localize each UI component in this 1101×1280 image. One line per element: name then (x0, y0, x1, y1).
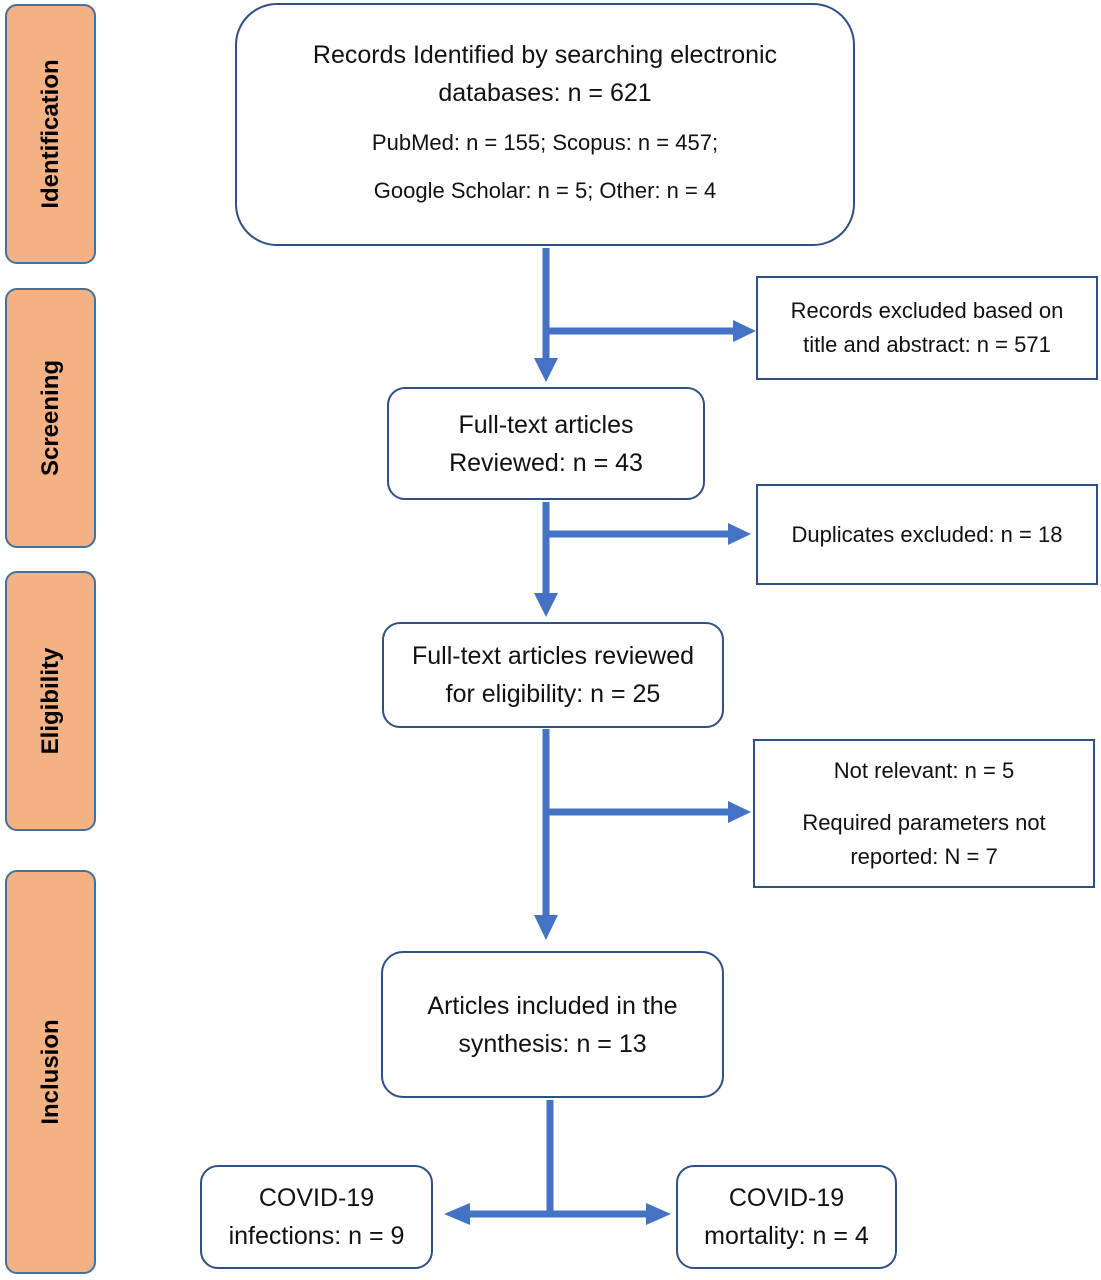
fulltext-reviewed-line2: Reviewed: n = 43 (449, 448, 643, 477)
box-excluded-title: Records excluded based on title and abst… (756, 276, 1098, 380)
arrowhead-mortality (646, 1203, 671, 1225)
eligibility-review-line2: for eligibility: n = 25 (445, 680, 661, 708)
stage-identification: Identification (5, 4, 96, 264)
eligibility-review-line1: Full-text articles reviewed (411, 642, 695, 670)
stage-screening: Screening (5, 288, 96, 548)
fulltext-reviewed-line1: Full-text articles (458, 410, 634, 439)
stage-eligibility: Eligibility (5, 571, 96, 831)
box-fulltext-reviewed: Full-text articles Reviewed: n = 43 (387, 387, 705, 500)
duplicates-line1: Duplicates excluded: n = 18 (791, 521, 1063, 547)
box-mortality: COVID-19 mortality: n = 4 (676, 1165, 897, 1269)
box-not-relevant: Not relevant: n = 5 Required parameters … (753, 739, 1095, 888)
infections-line1: COVID-19 (258, 1184, 375, 1212)
box-duplicates: Duplicates excluded: n = 18 (756, 484, 1098, 585)
arrowhead-excluded-title (733, 320, 756, 342)
included-line2: synthesis: n = 13 (458, 1029, 647, 1058)
arrowhead-not-relevant (728, 801, 751, 823)
box-infections: COVID-19 infections: n = 9 (200, 1165, 433, 1269)
records-identified-line1: Records Identified by searching electron… (312, 40, 778, 69)
arrowhead-included (534, 915, 558, 940)
excluded-title-line1: Records excluded based on (790, 298, 1064, 323)
arrowhead-eligibility (534, 593, 558, 617)
records-identified-line3: PubMed: n = 155; Scopus: n = 457; (371, 129, 719, 155)
box-included: Articles included in the synthesis: n = … (381, 951, 724, 1098)
not-relevant-line1: Not relevant: n = 5 (833, 757, 1015, 783)
arrowhead-duplicates (728, 523, 751, 545)
infections-line2: infections: n = 9 (228, 1222, 405, 1250)
records-identified-line4: Google Scholar: n = 5; Other: n = 4 (373, 177, 717, 203)
not-relevant-line3: reported: N = 7 (850, 843, 998, 869)
arrowhead-fulltext (534, 358, 558, 382)
stage-inclusion: Inclusion (5, 870, 96, 1274)
mortality-line2: mortality: n = 4 (704, 1222, 869, 1250)
box-records-identified: Records Identified by searching electron… (235, 3, 855, 246)
records-identified-line2: databases: n = 621 (438, 78, 652, 107)
arrowhead-infections (444, 1203, 470, 1225)
included-line1: Articles included in the (427, 991, 678, 1020)
box-eligibility-review: Full-text articles reviewed for eligibil… (382, 622, 724, 728)
excluded-title-line2: title and abstract: n = 571 (803, 332, 1051, 357)
not-relevant-line2: Required parameters not (802, 809, 1046, 835)
mortality-line1: COVID-19 (728, 1184, 845, 1212)
